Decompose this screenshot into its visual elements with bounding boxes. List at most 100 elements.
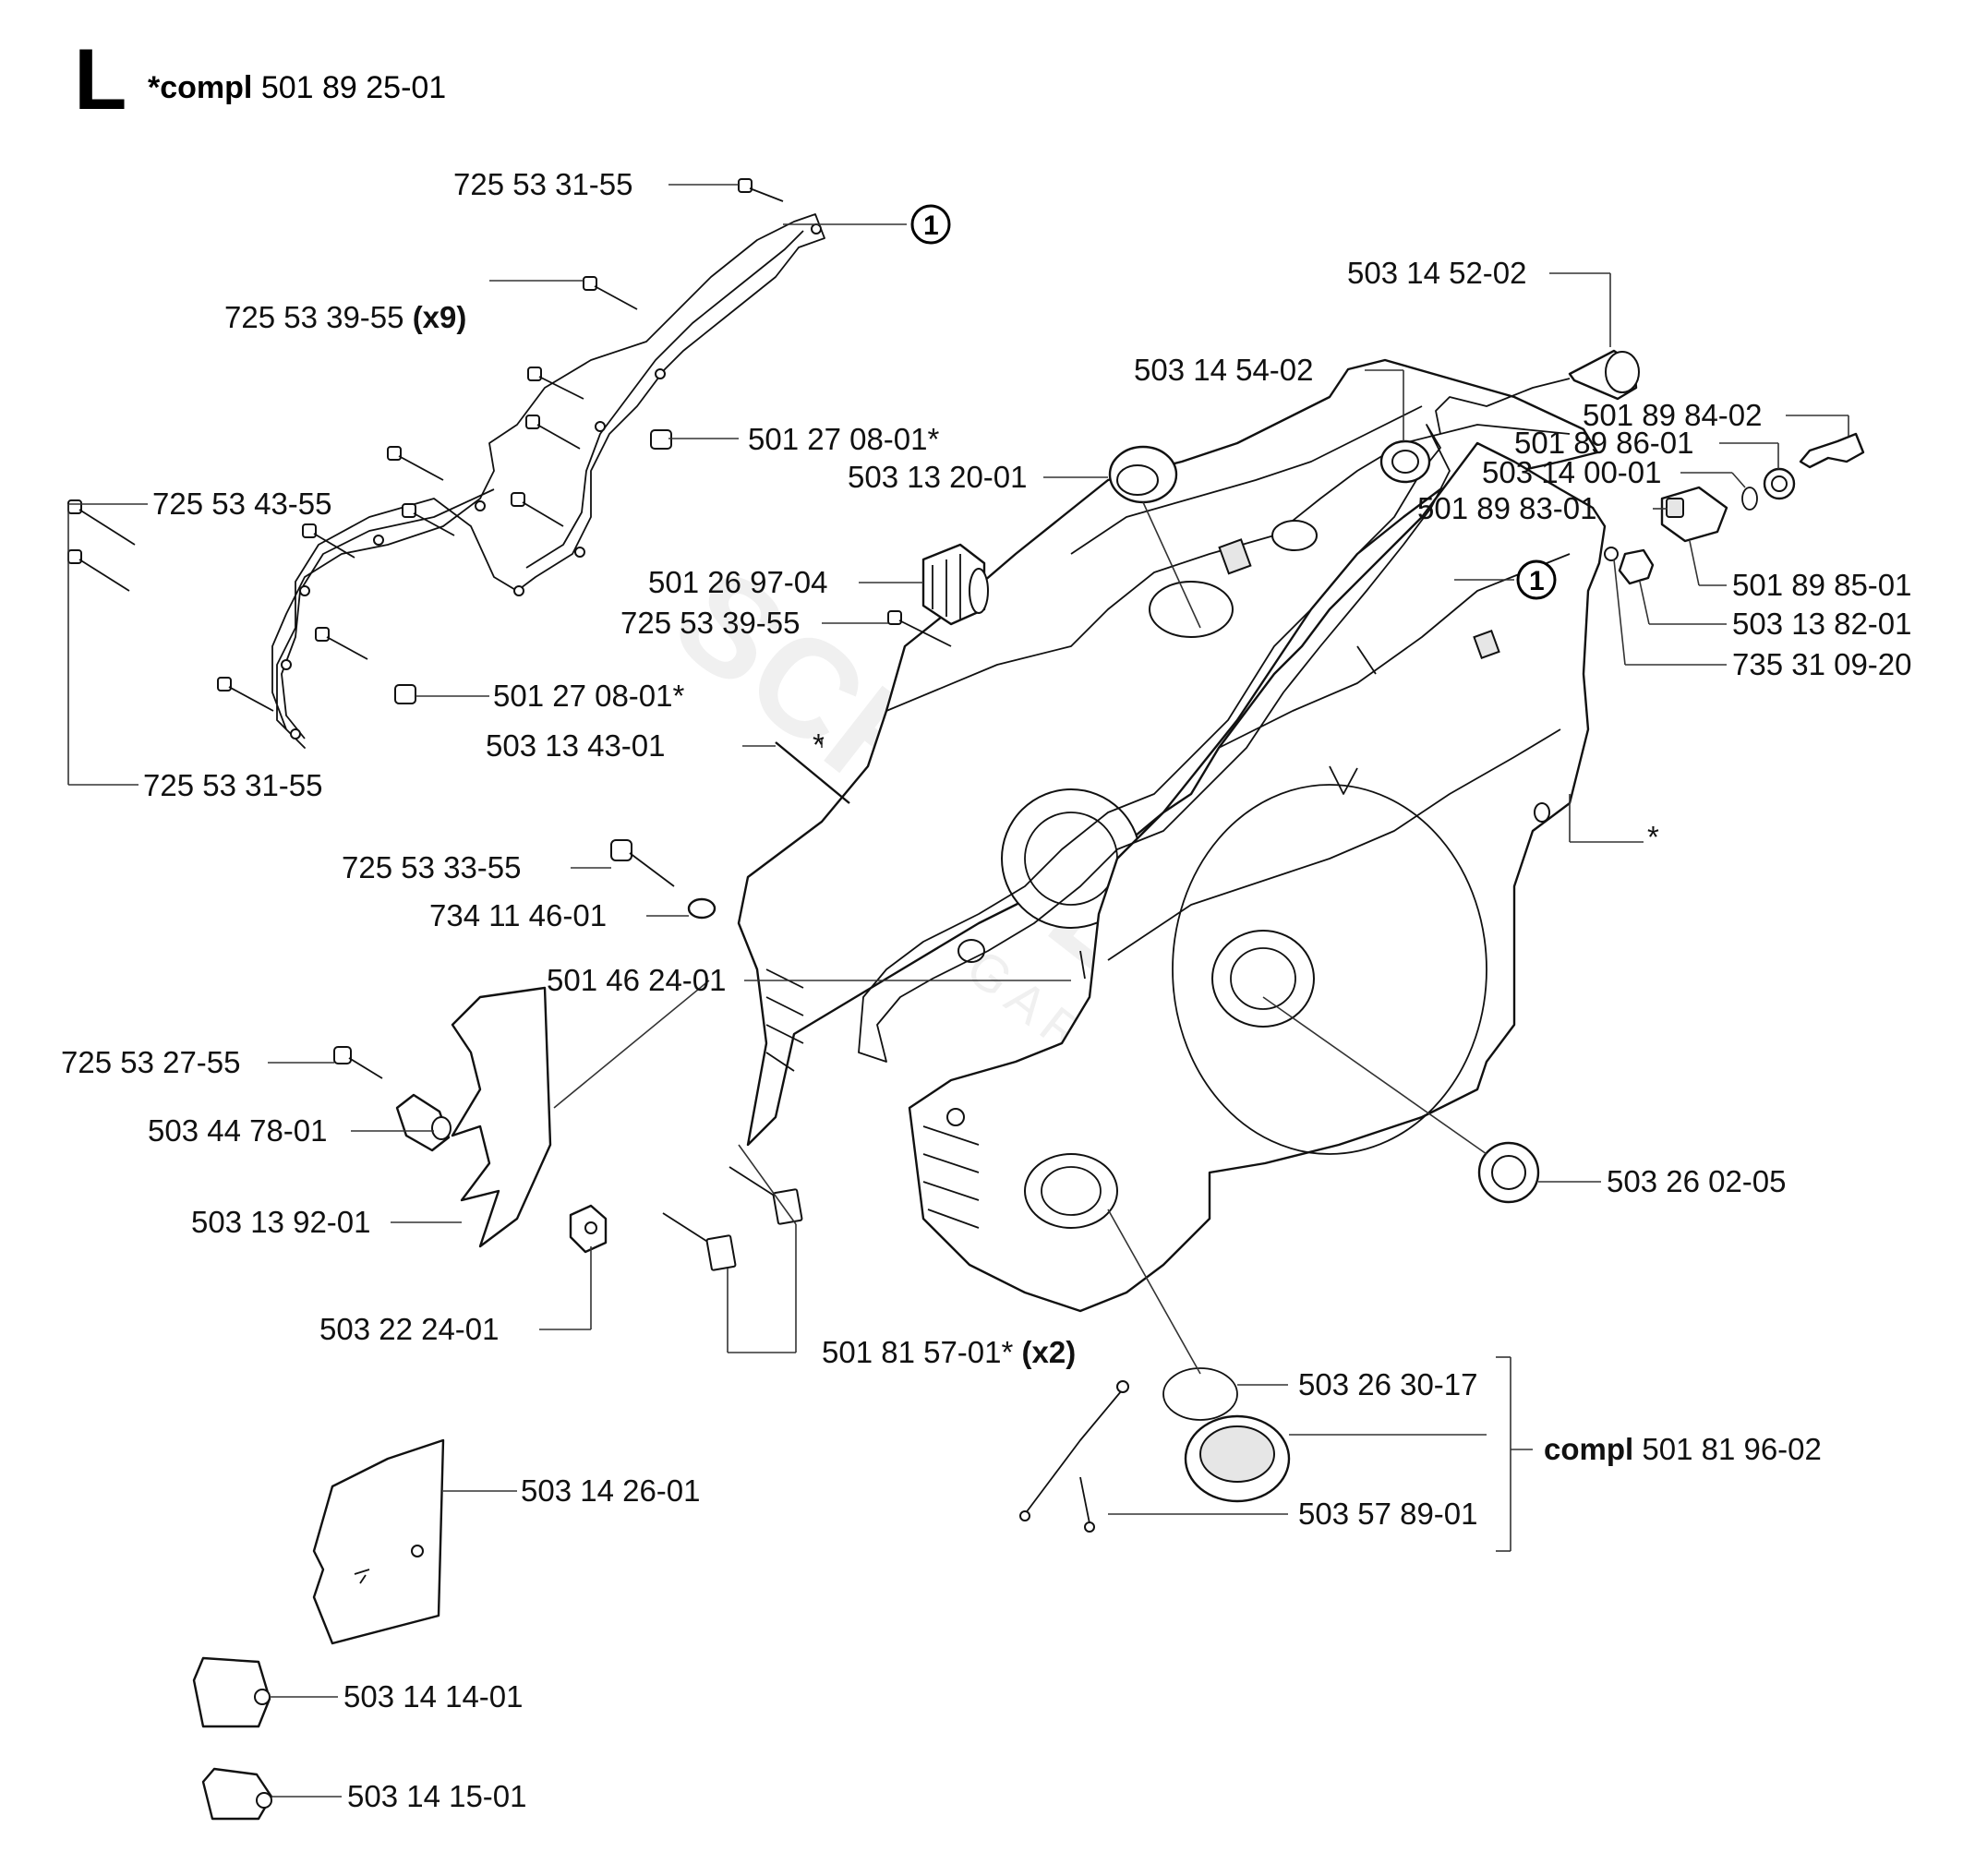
screw-icon [738, 178, 784, 202]
cap-part [1108, 445, 1178, 504]
part-label: 503 14 15-01 [347, 1779, 527, 1813]
part-label: 503 13 82-01 [1732, 607, 1912, 641]
section-letter: L [74, 30, 126, 127]
part-label: 501 89 86-01 [1514, 426, 1694, 460]
part-label: 501 89 85-01 [1732, 568, 1912, 602]
part-number: 725 53 39-55 [224, 300, 404, 334]
part-label: 725 53 27-55 [61, 1045, 241, 1079]
callout-1-top: 1 [910, 204, 951, 245]
filter-part [921, 543, 989, 626]
screw-icon [302, 523, 355, 559]
bearing-seat-right [1211, 930, 1315, 1028]
part-label: 735 31 09-20 [1732, 647, 1912, 681]
gasket-assembly [67, 178, 825, 749]
nut-icon [394, 684, 416, 704]
gasket [271, 213, 825, 749]
spacer-part [395, 1093, 452, 1152]
filler-cap-part [1019, 1380, 1291, 1533]
part-label: 503 14 52-02 [1347, 256, 1527, 290]
part-label: 725 53 31-55 [143, 768, 323, 802]
screw-icon [887, 610, 952, 647]
part-label: 503 13 43-01 [486, 728, 666, 763]
spike-bumper [451, 986, 552, 1248]
part-label: 501 26 97-04 [648, 565, 828, 599]
grommet-part [1379, 439, 1431, 484]
gasket-inner-edge [525, 230, 804, 569]
screw-icon [333, 1046, 383, 1079]
cover-plate-part [312, 1438, 445, 1645]
seal-part [1477, 1141, 1540, 1204]
screw-icon [610, 839, 675, 887]
washer-part [687, 897, 717, 920]
part-label: 725 53 43-55 [152, 487, 332, 521]
center-gasket [858, 424, 1451, 1063]
part-mark: * [1647, 820, 1659, 854]
screw-icon [315, 627, 368, 660]
nut-icon [650, 429, 672, 450]
crankcase-left-outline [737, 358, 1599, 1147]
part-label: 503 44 78-01 [148, 1113, 328, 1148]
knob-part [201, 1767, 273, 1821]
compl-number: 501 81 96-02 [1642, 1432, 1822, 1466]
part-label: 503 26 02-05 [1607, 1164, 1787, 1198]
header-compl: *compl 501 89 25-01 [148, 70, 446, 105]
part-number: 501 81 57-01* [822, 1335, 1014, 1369]
screw-icon [402, 503, 455, 536]
screw-icon [527, 367, 584, 400]
crankcase-right-outline [908, 441, 1607, 1313]
header-compl-prefix: *compl [148, 70, 252, 105]
leader-lines [67, 184, 1849, 1798]
stud-pin [1079, 950, 1086, 980]
part-label: 501 27 08-01* [748, 422, 940, 456]
right-case-rib [1329, 645, 1377, 795]
stud-part [662, 1166, 803, 1271]
part-label: 503 14 14-01 [343, 1679, 524, 1714]
part-label: 734 11 46-01 [429, 898, 607, 932]
part-label-compl: compl 501 81 96-02 [1544, 1432, 1822, 1466]
part-label: 725 53 33-55 [342, 850, 522, 884]
part-label: 503 13 20-01 [848, 460, 1028, 494]
part-mark: * [813, 728, 825, 762]
screw-icon [67, 499, 136, 546]
diagram-header: L *compl 501 89 25-01 [74, 30, 446, 127]
tank-opening [1024, 1153, 1118, 1229]
o-ring-part [1162, 1367, 1238, 1421]
screw-icon [217, 677, 274, 712]
screw-group [67, 178, 784, 712]
part-label: 501 89 84-02 [1583, 398, 1763, 432]
part-label: 503 57 89-01 [1298, 1497, 1478, 1531]
part-qty: (x9) [413, 300, 467, 334]
screw-icon [511, 492, 564, 527]
compl-prefix: compl [1544, 1432, 1633, 1466]
part-label: 503 22 24-01 [319, 1312, 500, 1346]
part-label: 503 13 92-01 [191, 1205, 371, 1239]
screw-icon [387, 446, 444, 481]
nut-icon [569, 1204, 608, 1254]
callout-1-center: 1 [1516, 559, 1557, 600]
left-case-fins [765, 968, 804, 1072]
oil-pump-parts [1604, 432, 1865, 585]
part-label-x9: 725 53 39-55 (x9) [224, 300, 466, 334]
pin-part [775, 741, 850, 804]
header-compl-number: 501 89 25-01 [261, 70, 446, 105]
knob-part [192, 1656, 271, 1728]
part-label: 501 46 24-01 [547, 963, 727, 997]
part-qty: (x2) [1022, 1335, 1077, 1369]
part-label: 725 53 39-55 [620, 606, 801, 640]
tank-vent-part [1435, 349, 1640, 435]
part-label: 501 27 08-01* [493, 679, 685, 713]
screw-icon [525, 415, 581, 450]
callout-number: 1 [923, 210, 939, 241]
cylinder-bore [1149, 581, 1234, 638]
flywheel-boss [1172, 784, 1487, 1155]
part-label: 501 89 83-01 [1417, 491, 1597, 525]
part-label: 503 14 26-01 [521, 1473, 701, 1508]
part-label-x2: 501 81 57-01* (x2) [822, 1335, 1076, 1369]
right-case-fins [922, 1125, 980, 1229]
part-label: 503 14 00-01 [1482, 455, 1662, 489]
screw-icon [67, 549, 130, 592]
part-labels: 725 53 31-55 725 53 39-55 (x9) 501 27 08… [61, 167, 1912, 1813]
part-label: 725 53 31-55 [453, 167, 633, 201]
vent-hose [1435, 378, 1571, 435]
